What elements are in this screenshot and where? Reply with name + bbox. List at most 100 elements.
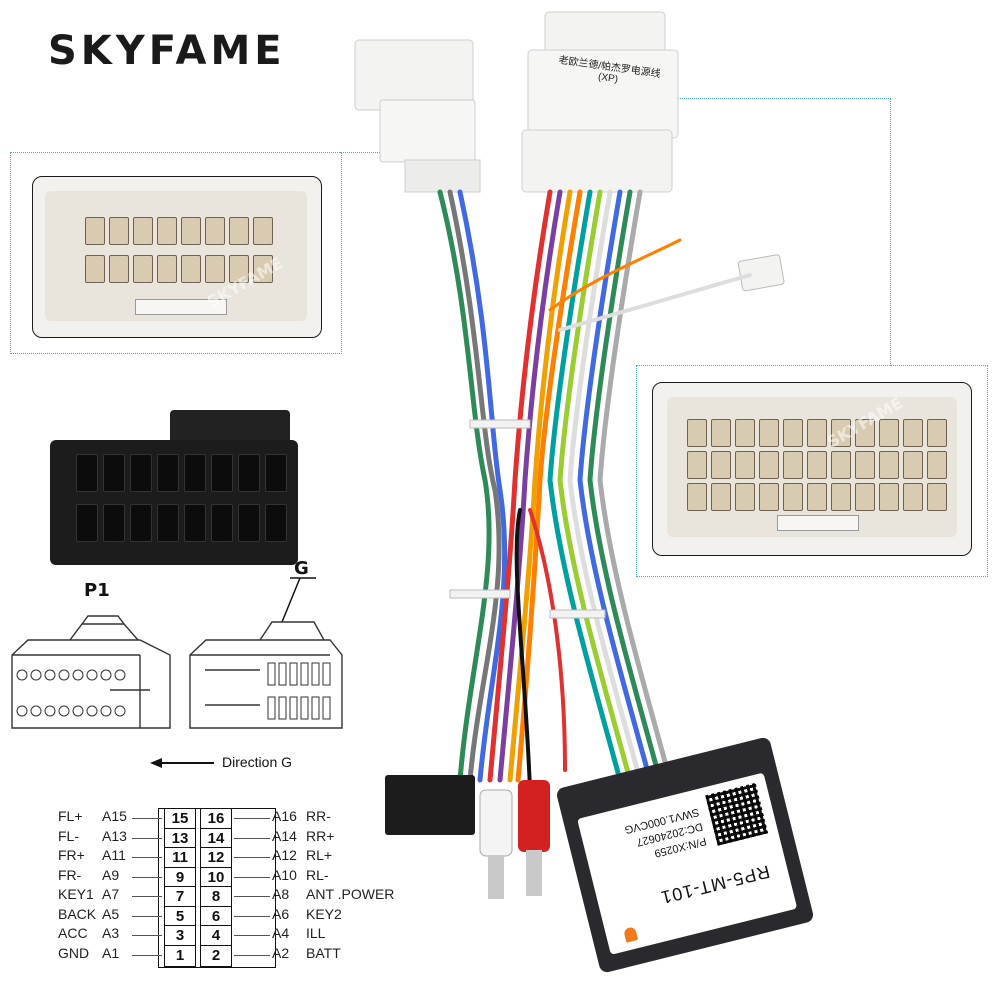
rca-red [518, 780, 550, 896]
pin-number-right: 2 [200, 944, 232, 967]
pin-name-left: ACC [58, 925, 88, 941]
pin-name-right: BATT [306, 944, 341, 961]
pin-name-left: FR+ [58, 847, 85, 863]
pin-number-left: 7 [164, 886, 196, 908]
g-pin [322, 662, 331, 686]
pin-slot [759, 451, 779, 479]
zoom-frame-right [636, 365, 988, 577]
pin-slot [181, 217, 201, 245]
black-pin-slot [238, 454, 260, 492]
pin-slot [903, 419, 923, 447]
p1-pin [30, 705, 42, 717]
pin-code-left: A5 [102, 905, 120, 922]
p1-pin [86, 705, 98, 717]
pin-slot [735, 451, 755, 479]
g-pin [300, 696, 309, 720]
pin-name-right: RL- [306, 866, 329, 883]
p1-pin [100, 705, 112, 717]
black-connector-body [50, 440, 298, 565]
pin-name-right: RR- [306, 808, 331, 824]
pin-leader [132, 896, 162, 897]
p1-pin [100, 669, 112, 681]
g-pin [311, 662, 320, 686]
pin-leader [132, 954, 162, 956]
pin-slot [205, 217, 225, 245]
pin-number-right: 16 [200, 808, 232, 830]
g-pin [300, 662, 309, 686]
pin-slot [759, 419, 779, 447]
pin-slot [783, 451, 803, 479]
pin-slot [85, 255, 105, 283]
flame-icon [623, 926, 639, 943]
black-pin-slot [265, 454, 287, 492]
p1-pin [86, 669, 98, 681]
pin-number-left: 13 [164, 827, 196, 850]
pin-slot [807, 451, 827, 479]
pin-slot [205, 255, 225, 283]
pin-name-right: ANT .POWER [306, 886, 395, 902]
pin-slot [157, 255, 177, 283]
pin-slot [253, 255, 273, 283]
brand-logo: SKYFAME [48, 28, 286, 74]
pin-slot [807, 419, 827, 447]
pin-name-left: KEY1 [58, 886, 94, 902]
pin-number-right: 14 [200, 827, 232, 850]
pin-slot [711, 483, 731, 511]
pin-slot [711, 419, 731, 447]
g-pin [278, 696, 287, 720]
p1-pin [44, 669, 56, 681]
pin-name-left: BACK [58, 905, 97, 922]
pin-slot [687, 451, 707, 479]
pin-slot [229, 255, 249, 283]
black-pin-slot [265, 504, 287, 542]
black-pin-slot [238, 504, 260, 542]
pin-slot [85, 217, 105, 245]
pin-slot [831, 419, 851, 447]
harness-connector-a [354, 39, 481, 193]
connector-left-inner [45, 191, 307, 321]
qr-code [705, 782, 769, 846]
black-pin-slot [103, 454, 125, 492]
pin-slot [903, 483, 923, 511]
module-model: RP5-MT-101 [658, 861, 772, 908]
pin-code-left: A7 [102, 886, 120, 902]
pin-leader [132, 915, 162, 917]
connector-line-drawings [11, 577, 343, 729]
pin-slot [109, 217, 129, 245]
direction-label: Direction G [222, 754, 293, 770]
pin-slot [879, 419, 899, 447]
p1-pin [58, 669, 70, 681]
pin-slot [927, 483, 947, 511]
zoom-connector-right: SKYFAME [652, 382, 972, 556]
pin-number-right: 8 [200, 886, 232, 908]
pin-slot [783, 419, 803, 447]
pin-code-right: A16 [272, 808, 297, 824]
g-pin [322, 696, 331, 720]
latch-left [135, 299, 227, 315]
black-pin-slot [130, 504, 152, 542]
pin-slot [855, 483, 875, 511]
pin-name-left: FR- [58, 866, 82, 883]
p1-pin [72, 669, 84, 681]
latch-right [777, 515, 859, 531]
black-pin-slot [211, 454, 233, 492]
dotted-lead-right [660, 98, 891, 366]
pin-number-right: 6 [200, 905, 232, 928]
pin-leader [234, 954, 270, 956]
connector-right-inner [667, 397, 957, 537]
pin-slot [879, 451, 899, 479]
p1-pin [58, 705, 70, 717]
g-pin [267, 696, 276, 720]
black-pin-slot [211, 504, 233, 542]
pin-code-left: A1 [102, 944, 120, 961]
p1-pin [114, 705, 126, 717]
pin-code-left: A15 [102, 808, 127, 824]
pin-leader [132, 818, 162, 819]
direction-arrow [150, 758, 214, 768]
pin-leader [234, 935, 270, 936]
black-pin-slot [184, 504, 206, 542]
pin-slot [157, 217, 177, 245]
pin-code-left: A9 [102, 866, 120, 883]
pin-code-right: A2 [272, 944, 290, 961]
